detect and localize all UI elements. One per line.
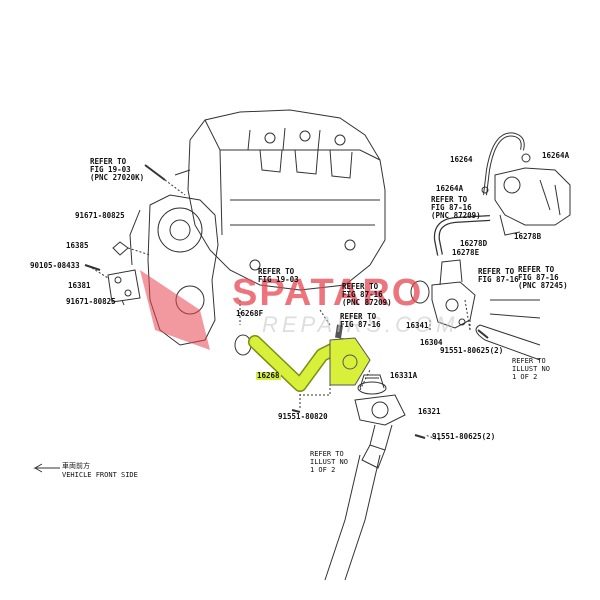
engine-block <box>174 109 386 291</box>
watermark-logo-mark <box>140 270 210 350</box>
label-16385: 16385 <box>66 241 89 250</box>
water-outlet-16304 <box>410 259 476 329</box>
watermark-brand: SPATARO <box>232 272 424 314</box>
label-91671-80825-a: 91671-80825 <box>75 211 125 220</box>
water-bypass-pipe-16268 <box>248 324 371 392</box>
throttle-body <box>494 167 571 236</box>
water-inlet-16321 <box>354 394 406 469</box>
label-refer-fig-87-16-plain: REFER TO FIG 87-16 <box>340 312 381 329</box>
vehicle-front-arrow <box>33 463 60 473</box>
bolt-91551-80625-b <box>414 434 426 439</box>
label-91551-80625-a: 91551-80625(2) <box>440 346 504 355</box>
label-91551-80820: 91551-80820 <box>278 412 328 421</box>
label-refer-illust-bottom: REFER TO ILLUST NO 1 OF 2 <box>310 450 348 474</box>
right-hoses <box>464 299 541 361</box>
label-16341: 16341 <box>406 321 429 330</box>
hose-bottom <box>324 454 381 581</box>
label-91551-80625-b: 91551-80625(2) <box>432 432 496 441</box>
label-vehicle-front: VEHICLE FRONT SIDE <box>62 471 138 479</box>
thermostat-16331a <box>357 374 387 395</box>
label-refer-fig-87-16-pnc87245: REFER TO FIG 87-16 (PNC 87245) <box>518 265 568 290</box>
label-90105-08433: 90105-08433 <box>30 261 80 270</box>
label-16321: 16321 <box>418 407 441 416</box>
bolt-91551-80820 <box>291 409 301 413</box>
label-16268: 16268 <box>256 371 281 380</box>
label-refer-illust-right: REFER TO ILLUST NO 1 OF 2 <box>512 357 550 381</box>
label-16278d: 16278D <box>460 239 488 248</box>
label-16268f: 16268F <box>236 309 264 318</box>
bolt-91551-80625-a <box>477 329 489 339</box>
watermark-sub: REPAIRS.COM <box>262 312 459 337</box>
label-91671-80825-b: 91671-80825 <box>66 297 116 306</box>
label-refer-fig-87-16-r1: REFER TO FIG 87-16 <box>478 267 519 284</box>
label-16278b: 16278B <box>514 232 542 241</box>
label-16278e: 16278E <box>452 248 480 257</box>
label-refer-fig-19-03-mid: REFER TO FIG 19-03 <box>258 267 299 284</box>
label-16304: 16304 <box>420 338 443 347</box>
bracket-16381 <box>84 241 151 306</box>
label-16381: 16381 <box>68 281 91 290</box>
label-16264a-top: 16264A <box>542 151 570 160</box>
label-refer-fig-87-16-pnc87209: REFER TO FIG 87-16 (PNC 87209) <box>342 282 392 307</box>
o-ring-16268f <box>234 334 252 356</box>
label-refer-fig-87-16-pnc87209-r: REFER TO FIG 87-16 (PNC 87209) <box>431 195 481 220</box>
bolt-top-left <box>144 164 186 196</box>
upper-right-hoses <box>433 132 531 256</box>
label-vehicle-front-jp: 車両前方 <box>62 462 90 470</box>
label-refer-fig-19-03-top: REFER TO FIG 19-03 (PNC 27020K) <box>90 157 145 182</box>
label-16331a: 16331A <box>390 371 418 380</box>
label-16264: 16264 <box>450 155 473 164</box>
label-16264a-mid: 16264A <box>436 184 464 193</box>
